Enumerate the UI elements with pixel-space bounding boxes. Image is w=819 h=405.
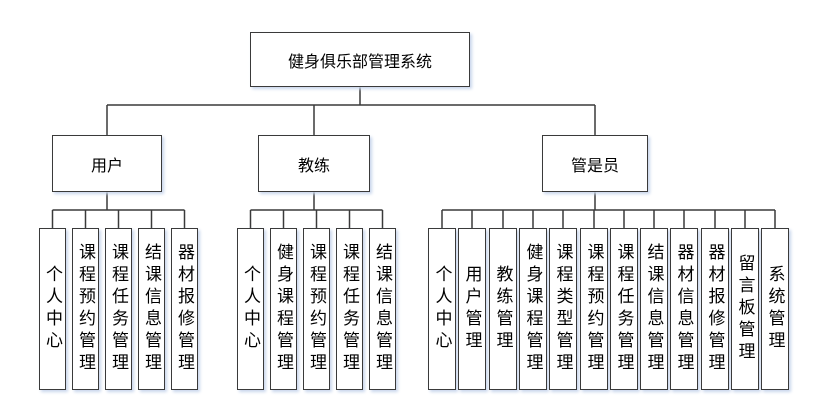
node-user-child-1: 课程预约管理 (72, 228, 99, 390)
node-root-label: 健身俱乐部管理系统 (287, 53, 432, 71)
leaf-label: 结课信息管理 (644, 243, 664, 375)
leaf-label: 个人中心 (432, 265, 452, 353)
node-admin-child-7: 结课信息管理 (640, 228, 668, 390)
node-admin-label: 管是员 (570, 157, 619, 175)
leaf-label: 系统管理 (765, 265, 785, 353)
node-coach-child-1: 健身课程管理 (270, 228, 297, 390)
node-user-child-3: 结课信息管理 (138, 228, 165, 390)
node-coach-child-4: 结课信息管理 (369, 228, 396, 390)
node-admin-child-11: 系统管理 (761, 228, 789, 390)
leaf-label: 结课信息管理 (373, 243, 392, 375)
node-admin-child-0: 个人中心 (428, 228, 456, 390)
leaf-label: 健身课程管理 (274, 243, 293, 375)
node-user-child-2: 课程任务管理 (105, 228, 132, 390)
leaf-label: 课程类型管理 (553, 243, 573, 375)
node-user-child-4: 器材报修管理 (171, 228, 198, 390)
node-admin-child-1: 用户管理 (458, 228, 486, 390)
leaf-label: 课程任务管理 (340, 243, 359, 375)
node-admin-child-6: 课程任务管理 (610, 228, 638, 390)
node-coach: 教练 (258, 135, 370, 192)
leaf-label: 留言板管理 (735, 254, 755, 364)
leaf-label: 器材报修管理 (705, 243, 725, 375)
node-admin-child-4: 课程类型管理 (549, 228, 577, 390)
node-admin-child-3: 健身课程管理 (519, 228, 547, 390)
leaf-label: 用户管理 (462, 265, 482, 353)
node-user-label: 用户 (90, 157, 123, 175)
node-admin-child-2: 教练管理 (489, 228, 517, 390)
leaf-label: 课程任务管理 (614, 243, 634, 375)
node-admin: 管是员 (542, 135, 648, 192)
node-coach-label: 教练 (297, 157, 330, 175)
leaf-label: 结课信息管理 (142, 243, 161, 375)
node-coach-child-3: 课程任务管理 (336, 228, 363, 390)
leaf-label: 器材信息管理 (674, 243, 694, 375)
leaf-label: 器材报修管理 (175, 243, 194, 375)
node-coach-child-2: 课程预约管理 (303, 228, 330, 390)
leaf-label: 个人中心 (241, 265, 260, 353)
node-user: 用户 (52, 135, 162, 192)
node-admin-child-9: 器材报修管理 (701, 228, 729, 390)
node-admin-child-5: 课程预约管理 (580, 228, 608, 390)
leaf-label: 课程预约管理 (76, 243, 95, 375)
leaf-label: 教练管理 (493, 265, 513, 353)
node-root: 健身俱乐部管理系统 (250, 32, 470, 87)
leaf-label: 课程预约管理 (307, 243, 326, 375)
leaf-label: 课程预约管理 (584, 243, 604, 375)
leaf-label: 健身课程管理 (523, 243, 543, 375)
leaf-label: 个人中心 (43, 265, 62, 353)
leaf-label: 课程任务管理 (109, 243, 128, 375)
node-user-child-0: 个人中心 (39, 228, 66, 390)
node-admin-child-10: 留言板管理 (731, 228, 759, 390)
node-coach-child-0: 个人中心 (237, 228, 264, 390)
node-admin-child-8: 器材信息管理 (670, 228, 698, 390)
